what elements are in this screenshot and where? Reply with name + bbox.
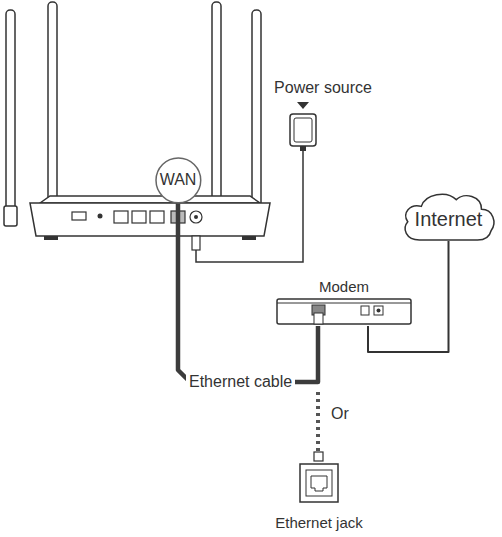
adapter-face <box>294 118 312 142</box>
device-label: Ethernet jack <box>275 514 363 532</box>
cable-label: Ethernet cable <box>186 372 295 391</box>
pointer-triangle <box>297 102 309 109</box>
modem-edge <box>277 303 411 304</box>
power-jack <box>190 211 202 223</box>
lan-port <box>132 211 146 223</box>
router-top <box>40 196 260 203</box>
antenna <box>212 2 221 202</box>
antenna <box>252 10 261 210</box>
callout-circle <box>156 158 201 203</box>
label-holder: Or <box>328 404 352 423</box>
internet-cloud: Internet <box>400 190 497 242</box>
adapter-stub <box>300 146 306 151</box>
edge-label-holder: Ethernet cable <box>186 372 295 391</box>
modem-device: Modem <box>275 278 413 326</box>
modem-body <box>277 299 411 324</box>
power-jack-pin <box>194 215 198 219</box>
adapter-body <box>290 114 316 146</box>
cloud-outline <box>405 194 494 240</box>
alternative-cable <box>316 392 320 452</box>
port-label: WAN <box>160 170 197 189</box>
device-label: Power source <box>274 78 372 97</box>
router-foot <box>44 236 58 240</box>
wall-plate <box>300 464 338 502</box>
router-foot <box>242 236 256 240</box>
power-plug <box>192 236 200 250</box>
modem-plug <box>314 313 323 324</box>
lan-port <box>150 211 164 223</box>
ethernet-jack: Ethernet jack <box>255 462 383 532</box>
power-cord <box>196 151 303 262</box>
ethernet-cable <box>178 203 318 382</box>
cloud-label: Internet <box>415 207 483 231</box>
alternative-note: Or <box>328 404 352 423</box>
jack-socket <box>311 476 327 491</box>
wall-plate-inner <box>306 470 332 496</box>
modem-port <box>361 306 369 315</box>
antenna-hinge <box>4 206 17 226</box>
usb-port <box>72 212 86 220</box>
router-body <box>30 203 270 236</box>
antenna <box>6 10 15 210</box>
power-adapter: Power source <box>268 78 378 152</box>
antenna <box>48 2 57 202</box>
modem-port-pin <box>377 309 381 313</box>
lan-port <box>114 211 128 223</box>
reset-button <box>98 214 103 219</box>
modem-port <box>374 306 383 315</box>
jack-plug <box>314 452 323 461</box>
wan-callout: WAN <box>155 157 202 204</box>
device-label: Modem <box>319 278 369 296</box>
network-line <box>368 241 449 352</box>
